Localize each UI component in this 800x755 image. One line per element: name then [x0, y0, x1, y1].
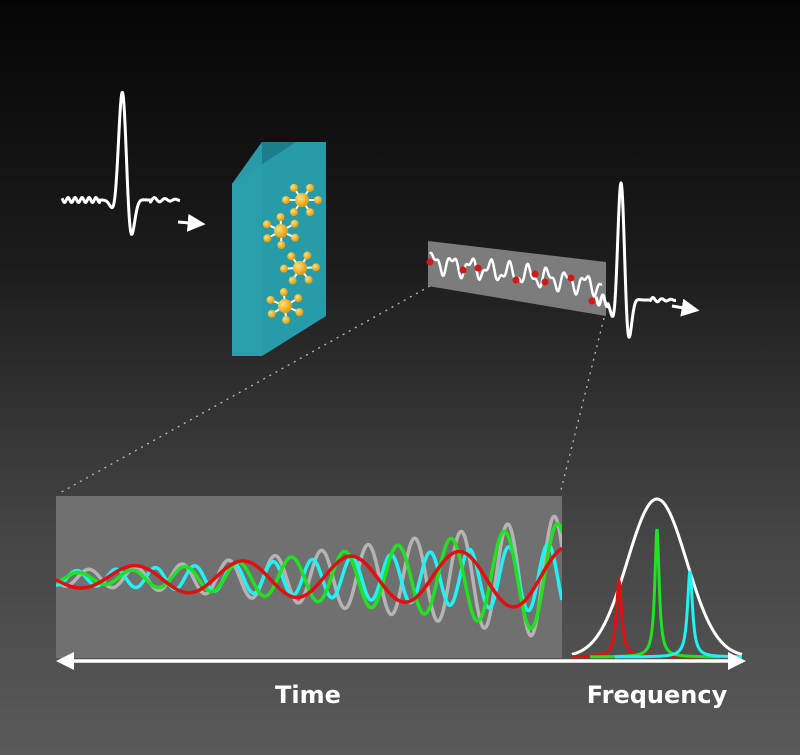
- green-peak: [590, 528, 720, 659]
- axis-arrow: [56, 652, 746, 670]
- time-label: Time: [275, 681, 341, 709]
- time-domain-panel: [56, 496, 562, 658]
- frequency-label: Frequency: [587, 681, 728, 709]
- spectrum-envelope: [571, 497, 743, 656]
- incident-pulse-arrow: [177, 213, 206, 232]
- marker-dot: [426, 258, 434, 266]
- molecule-icon: [266, 288, 304, 324]
- marker-dot: [531, 270, 539, 278]
- emitted-pulse: [594, 181, 700, 339]
- zoom-guide-left: [57, 285, 431, 495]
- marker-dot: [541, 278, 549, 286]
- sample-slab: [232, 142, 326, 356]
- frequency-spectrum: [571, 497, 743, 659]
- incident-pulse: [60, 90, 206, 236]
- incident-pulse-trace: [60, 90, 181, 236]
- marker-dot: [512, 276, 520, 284]
- axis-arrowhead-right: [728, 652, 746, 670]
- emitted-pulse-trace: [594, 181, 677, 339]
- zoom-guide-right: [559, 317, 605, 495]
- oscillation-strip: [426, 241, 606, 316]
- emitted-pulse-arrow: [671, 298, 700, 317]
- cyan-peak: [615, 570, 742, 659]
- red-oscillation: [56, 546, 562, 609]
- cyan-oscillation: [56, 542, 562, 613]
- marker-dot: [459, 266, 467, 274]
- marker-dot: [474, 264, 482, 272]
- green-oscillation: [56, 521, 562, 631]
- molecule-icon: [280, 251, 320, 285]
- molecule-icon: [262, 213, 300, 249]
- axis-arrowhead-left: [56, 652, 74, 670]
- marker-dot: [567, 274, 575, 282]
- marker-dot: [588, 297, 596, 305]
- gray-oscillation: [56, 514, 562, 638]
- molecule-icon: [282, 183, 322, 217]
